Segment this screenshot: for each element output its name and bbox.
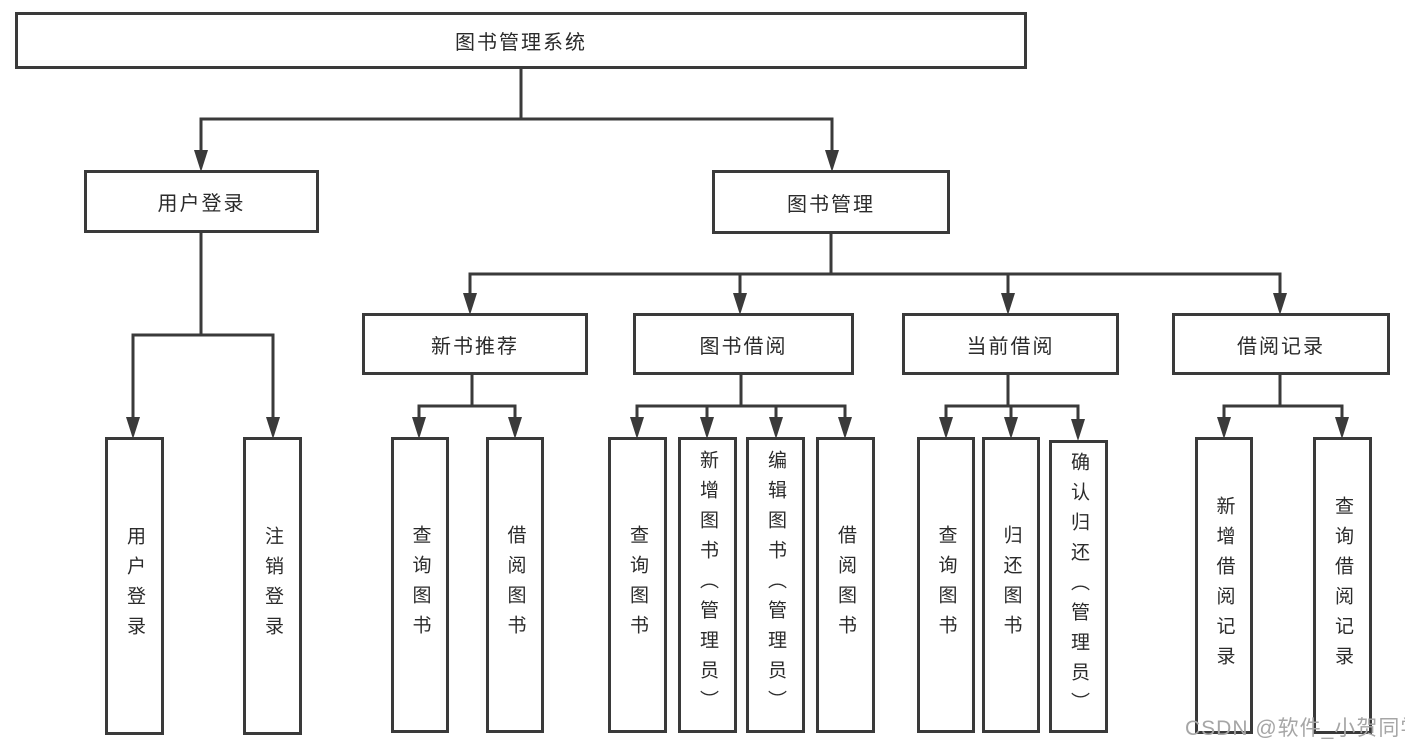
node-leaf-borrow-books: 借阅图书 bbox=[816, 437, 875, 733]
csdn-watermark: CSDN @软件_小贺同学 bbox=[1185, 717, 1405, 740]
node-label: 图书借阅 bbox=[699, 335, 788, 358]
node-leaf-logout: 注销登录 bbox=[243, 437, 302, 735]
node-leaf-borrow-books: 借阅图书 bbox=[486, 437, 544, 733]
node-label: 用户登录 bbox=[124, 526, 145, 646]
node-leaf-confirm-return-admin: 确认归还（管理员） bbox=[1049, 440, 1108, 733]
node-label: 新增借阅记录 bbox=[1213, 495, 1235, 676]
node-leaf-query-books: 查询图书 bbox=[608, 437, 667, 733]
node-label: 借阅记录 bbox=[1237, 335, 1325, 358]
node-leaf-return-books: 归还图书 bbox=[982, 437, 1040, 733]
node-label: 编辑图书（管理员） bbox=[765, 450, 786, 720]
node-user-login-branch: 用户登录 bbox=[84, 170, 319, 233]
node-label: 查询图书 bbox=[409, 525, 431, 645]
node-borrowing-records: 借阅记录 bbox=[1172, 313, 1390, 375]
node-label: 查询借阅记录 bbox=[1332, 495, 1353, 676]
node-label: 新增图书（管理员） bbox=[697, 450, 718, 720]
node-label: 查询图书 bbox=[627, 525, 648, 645]
node-label: 新书推荐 bbox=[431, 335, 519, 358]
node-label: 注销登录 bbox=[262, 526, 283, 646]
node-label: 归还图书 bbox=[1000, 525, 1022, 645]
node-leaf-edit-books-admin: 编辑图书（管理员） bbox=[746, 437, 805, 733]
node-leaf-query-borrow-record: 查询借阅记录 bbox=[1313, 437, 1372, 734]
node-label: 借阅图书 bbox=[504, 525, 526, 645]
node-leaf-query-books: 查询图书 bbox=[391, 437, 449, 733]
node-current-borrowing: 当前借阅 bbox=[902, 313, 1119, 375]
node-label: 当前借阅 bbox=[966, 335, 1055, 358]
node-book-management-branch: 图书管理 bbox=[712, 170, 950, 234]
node-new-book-recommend: 新书推荐 bbox=[362, 313, 588, 375]
node-book-borrowing: 图书借阅 bbox=[633, 313, 854, 375]
node-root-system: 图书管理系统 bbox=[15, 12, 1027, 69]
node-label: 借阅图书 bbox=[835, 525, 856, 645]
node-leaf-add-borrow-record: 新增借阅记录 bbox=[1195, 437, 1253, 734]
node-label: 图书管理系统 bbox=[455, 32, 587, 54]
node-leaf-user-login: 用户登录 bbox=[105, 437, 164, 735]
node-label: 图书管理 bbox=[787, 193, 875, 216]
node-label: 查询图书 bbox=[935, 525, 957, 645]
node-label: 用户登录 bbox=[157, 193, 246, 215]
node-label: 确认归还（管理员） bbox=[1068, 451, 1089, 722]
node-leaf-query-books: 查询图书 bbox=[917, 437, 975, 733]
node-leaf-add-books-admin: 新增图书（管理员） bbox=[678, 437, 737, 733]
